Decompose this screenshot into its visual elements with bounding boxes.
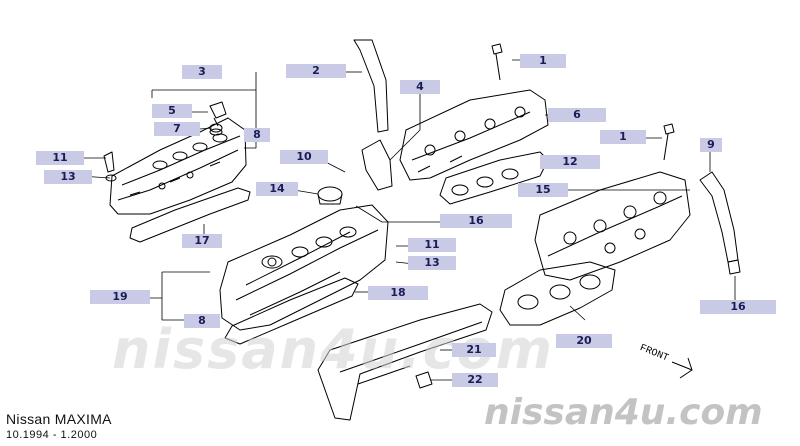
callout-11[interactable]: 11 bbox=[36, 151, 84, 165]
callout-18[interactable]: 18 bbox=[368, 286, 428, 300]
head-bolt-right bbox=[663, 123, 675, 161]
callout-16[interactable]: 16 bbox=[440, 214, 512, 228]
callout-9[interactable]: 9 bbox=[700, 138, 722, 152]
callout-2[interactable]: 2 bbox=[286, 64, 346, 78]
vehicle-model: Nissan MAXIMA bbox=[6, 411, 112, 427]
gasket-bore-3 bbox=[501, 168, 519, 180]
callout-22[interactable]: 22 bbox=[452, 373, 498, 387]
right-cylinder-head bbox=[534, 171, 691, 281]
shield-bolt bbox=[415, 371, 433, 389]
callout-13[interactable]: 13 bbox=[408, 256, 456, 270]
callout-11[interactable]: 11 bbox=[408, 238, 456, 252]
callout-17[interactable]: 17 bbox=[182, 234, 222, 248]
oil-cap-parts bbox=[209, 101, 227, 136]
callout-1[interactable]: 1 bbox=[520, 54, 566, 68]
callout-12[interactable]: 12 bbox=[540, 155, 600, 169]
head-bolt-left bbox=[491, 43, 503, 81]
left-cylinder-head bbox=[399, 89, 549, 181]
callout-15[interactable]: 15 bbox=[518, 183, 568, 197]
callout-8[interactable]: 8 bbox=[244, 128, 270, 142]
callout-13[interactable]: 13 bbox=[44, 170, 92, 184]
callout-3[interactable]: 3 bbox=[182, 65, 222, 79]
left-rocker-cover bbox=[109, 117, 247, 215]
mounting-bracket bbox=[353, 39, 393, 191]
gasket-bore-2 bbox=[476, 176, 494, 188]
left-bolt bbox=[103, 151, 117, 182]
filler-cap-body bbox=[317, 193, 343, 205]
callout-4[interactable]: 4 bbox=[400, 80, 440, 94]
callout-19[interactable]: 19 bbox=[90, 290, 150, 304]
production-dates: 10.1994 - 1.2000 bbox=[6, 429, 98, 441]
callout-6[interactable]: 6 bbox=[548, 108, 606, 122]
callout-21[interactable]: 21 bbox=[452, 343, 496, 357]
callout-7[interactable]: 7 bbox=[154, 122, 200, 136]
right-rocker-cover bbox=[219, 204, 389, 331]
callout-14[interactable]: 14 bbox=[256, 182, 298, 196]
bracket-bolt bbox=[727, 259, 741, 275]
callout-16[interactable]: 16 bbox=[700, 300, 776, 314]
gasket-bore-1 bbox=[451, 184, 469, 196]
left-gasket bbox=[129, 187, 251, 243]
right-gasket bbox=[224, 277, 359, 345]
callout-1[interactable]: 1 bbox=[600, 130, 646, 144]
front-arrow bbox=[671, 357, 693, 379]
filler-cap bbox=[317, 186, 343, 202]
callout-20[interactable]: 20 bbox=[556, 334, 612, 348]
heat-shield bbox=[317, 303, 493, 421]
callout-10[interactable]: 10 bbox=[280, 150, 328, 164]
manifold-gasket bbox=[499, 261, 616, 326]
watermark-corner: nissan4u.com bbox=[484, 392, 763, 433]
callout-8[interactable]: 8 bbox=[184, 314, 220, 328]
callout-5[interactable]: 5 bbox=[152, 104, 192, 118]
lifting-bracket bbox=[699, 171, 739, 263]
